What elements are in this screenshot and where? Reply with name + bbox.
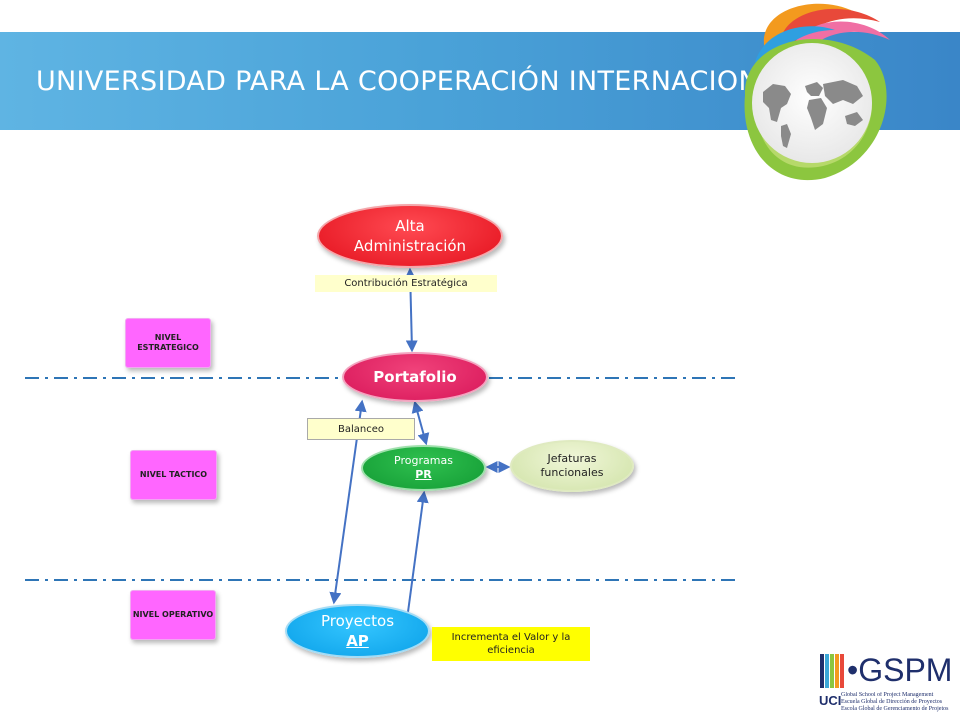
node-portafolio-label: Portafolio (373, 368, 457, 386)
level-box-operativo: NIVEL OPERATIVO (130, 590, 216, 640)
gspm-uci: UCI (819, 693, 842, 708)
node-alta-administracion: Alta Administración (317, 204, 503, 268)
arrow-portafolio-programas (411, 400, 430, 446)
gspm-line-3: Escola Global de Gerenciamento de Projet… (841, 706, 949, 712)
gspm-color-bars-icon (820, 654, 844, 688)
node-programas-line1: Programas (394, 454, 453, 467)
level-box-estrategico: NIVEL ESTRATEGICO (125, 318, 211, 368)
gspm-brand: •GSPM (847, 652, 953, 688)
node-jefaturas-line2: funcionales (540, 466, 604, 479)
node-portafolio: Portafolio (342, 352, 488, 402)
node-proyectos-code: AP (346, 632, 369, 650)
level-box-tactico: NIVEL TACTICO (130, 450, 217, 500)
arrow-proyectos-programas (407, 490, 429, 613)
gspm-tagline: Global School of Project Management Escu… (841, 692, 960, 713)
node-jefaturas-line1: Jefaturas (547, 452, 597, 465)
node-programas-code: PR (415, 468, 432, 481)
page-title: UNIVERSIDAD PARA LA COOPERACIÓN INTERNAC… (36, 66, 794, 97)
node-programas: Programas PR (361, 445, 486, 491)
label-incrementa-valor: Incrementa el Valor y la eficiencia (432, 627, 590, 661)
label-contribucion-estrategica: Contribución Estratégica (315, 275, 497, 292)
label-balanceo: Balanceo (307, 418, 415, 440)
node-alta-line2: Administración (353, 237, 467, 255)
gspm-logo: •GSPM UCI Global School of Project Manag… (815, 652, 960, 718)
gspm-line-1: Global School of Project Management (841, 692, 934, 698)
node-alta-line1: Alta (395, 217, 425, 235)
node-proyectos: Proyectos AP (285, 604, 430, 658)
gspm-line-2: Escuela Global de Dirección de Proyectos (841, 699, 943, 705)
node-jefaturas-funcionales: Jefaturas funcionales (510, 440, 634, 492)
node-proyectos-line1: Proyectos (320, 612, 395, 630)
uci-globe-logo-icon (744, 3, 890, 181)
gspm-brand-text: GSPM (858, 652, 953, 688)
